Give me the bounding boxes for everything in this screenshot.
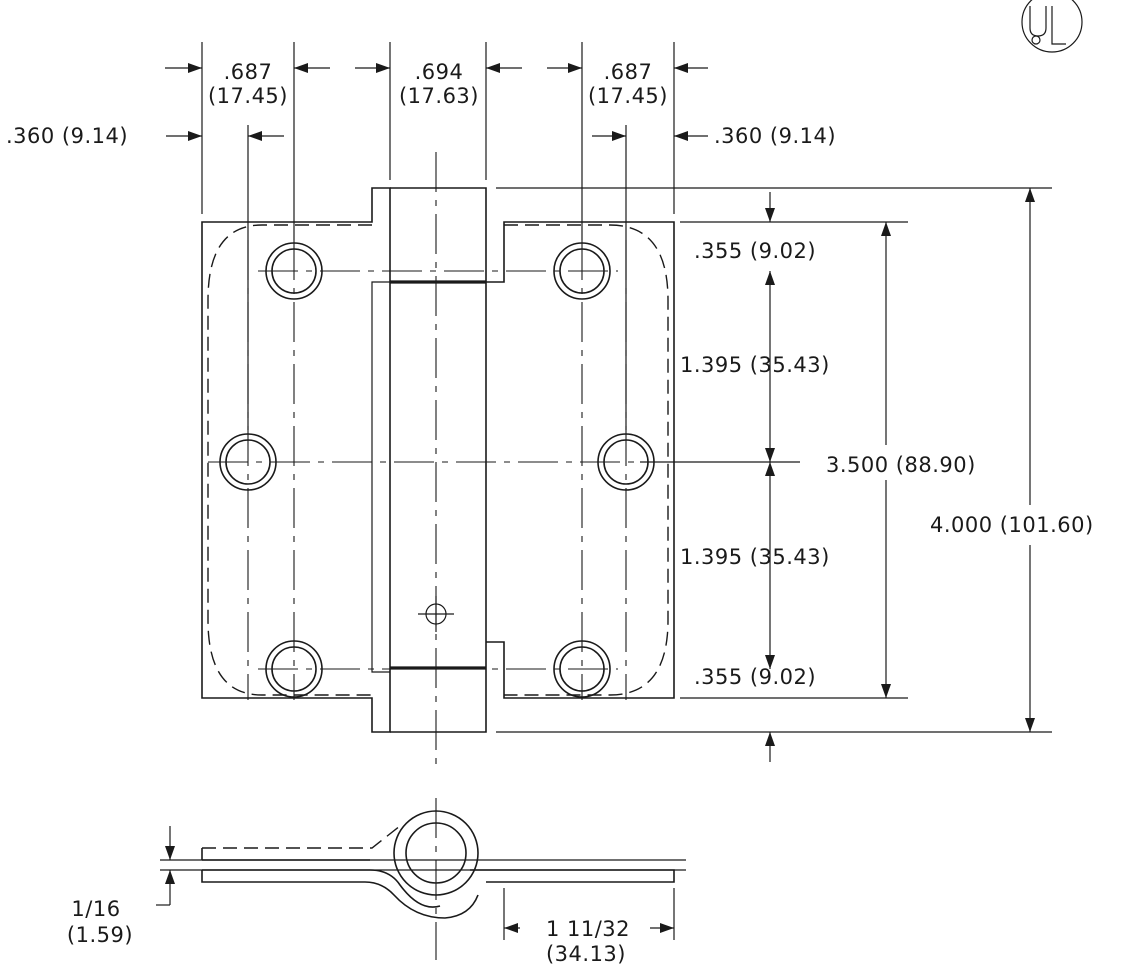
right-leaf-outline xyxy=(486,221,675,699)
edge-view-dimensions xyxy=(156,826,675,940)
barrel-width-label: .694 xyxy=(415,60,464,84)
upper-spacing-label: 1.395 (35.43) xyxy=(680,353,830,377)
thickness-label: 1/16 xyxy=(71,897,120,921)
overall-height-label: 4.000 (101.60) xyxy=(930,513,1094,537)
left-leaf-width-label: .687 xyxy=(224,60,273,84)
lower-spacing-label: 1.395 (35.43) xyxy=(680,545,830,569)
side-dimension-arrows xyxy=(765,188,1035,762)
top-margin-label: .355 (9.02) xyxy=(694,239,816,263)
right-leaf-hidden-contour xyxy=(504,224,669,696)
bottom-margin-label: .355 (9.02) xyxy=(694,665,816,689)
left-offset-label: .360 (9.14) xyxy=(6,124,128,148)
leaf-length-label: 1 11/32 xyxy=(546,917,630,941)
side-extension-lines xyxy=(496,187,1052,733)
right-leaf-width-mm-label: (17.45) xyxy=(588,84,668,108)
top-extension-lines xyxy=(201,42,675,430)
left-leaf-width-mm-label: (17.45) xyxy=(208,84,288,108)
ul-logo xyxy=(1021,0,1083,53)
barrel-inner-edge xyxy=(371,281,390,673)
top-dimension-arrows xyxy=(165,63,708,141)
left-leaf-outline xyxy=(201,187,391,733)
barrel-outline xyxy=(390,187,487,733)
left-leaf-hidden-contour xyxy=(207,224,372,696)
edge-view xyxy=(160,798,686,960)
hole-span-label: 3.500 (88.90) xyxy=(826,453,976,477)
barrel-width-mm-label: (17.63) xyxy=(399,84,479,108)
thickness-mm-label: (1.59) xyxy=(67,923,133,947)
right-offset-label: .360 (9.14) xyxy=(714,124,836,148)
leaf-length-mm-label: (34.13) xyxy=(546,942,626,966)
right-leaf-width-label: .687 xyxy=(604,60,653,84)
